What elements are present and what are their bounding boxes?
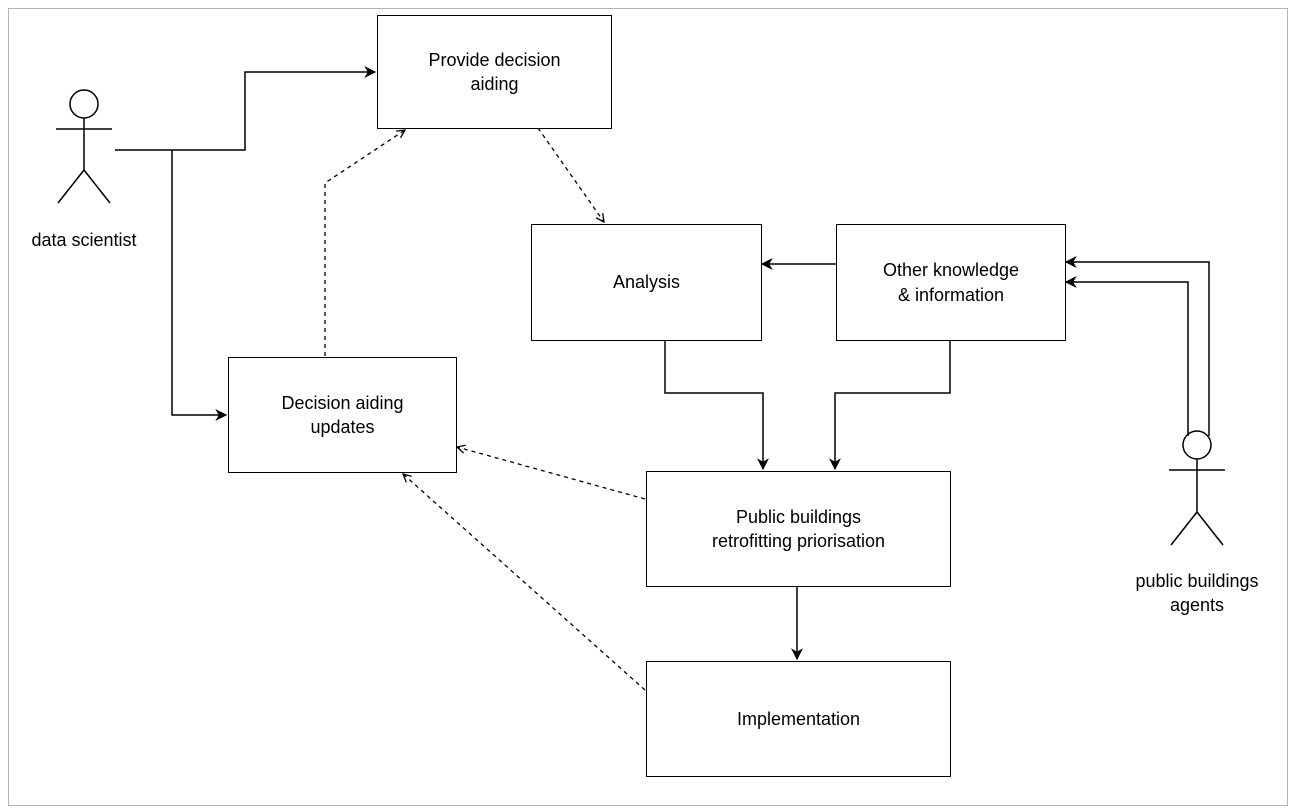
- node-provide-decision-aiding: Provide decision aiding: [377, 15, 612, 129]
- node-analysis: Analysis: [531, 224, 762, 341]
- edge-updates-to-provide: [324, 130, 405, 356]
- edge-provide-to-analysis: [537, 127, 604, 222]
- node-priorisation-label: Public buildings retrofitting priorisati…: [711, 506, 886, 551]
- edge-analysis-to-priorisation: [664, 341, 769, 471]
- node-other-knowledge: Other knowledge & information: [836, 224, 1066, 341]
- actor-agents-label: public buildings agents: [1135, 571, 1259, 616]
- node-implementation-label: Implementation: [736, 708, 861, 729]
- edge-scientist-to-updates: [171, 150, 228, 421]
- edge-agents-to-other-b: [1064, 276, 1189, 436]
- node-other-label: Other knowledge & information: [882, 260, 1020, 305]
- node-implementation: Implementation: [646, 661, 951, 777]
- edge-implementation-to-updates: [403, 474, 646, 691]
- edge-scientist-to-provide: [115, 66, 377, 151]
- node-updates-label: Decision aiding updates: [281, 392, 404, 437]
- edge-priorisation-to-updates: [457, 447, 646, 500]
- edge-other-to-priorisation: [829, 341, 951, 471]
- actor-data-scientist-icon: [56, 89, 112, 204]
- actor-data-scientist-label: data scientist: [31, 230, 137, 250]
- node-retrofitting-priorisation: Public buildings retrofitting priorisati…: [646, 471, 951, 587]
- node-provide-label: Provide decision aiding: [428, 49, 561, 94]
- node-decision-aiding-updates: Decision aiding updates: [228, 357, 457, 473]
- node-analysis-label: Analysis: [612, 272, 681, 293]
- actor-agents-icon: [1169, 430, 1225, 546]
- edge-agents-to-other-a: [1064, 256, 1210, 436]
